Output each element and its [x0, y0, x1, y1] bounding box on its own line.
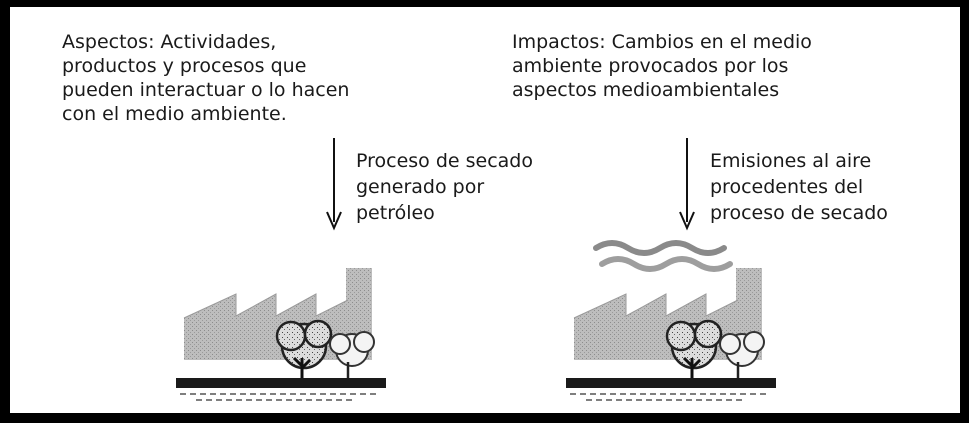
tree-icon	[329, 331, 375, 384]
impacts-definition: Impactos: Cambios en el medio ambiente p…	[512, 31, 812, 101]
factory-with-trees-icon	[176, 268, 386, 401]
tree-icon	[719, 331, 765, 384]
arrow-down-icon	[679, 138, 695, 231]
impact-example-label: Emisiones al aire procedentes del proces…	[710, 150, 888, 224]
factory-with-trees-and-emissions-icon	[566, 268, 776, 401]
smoke-waves-icon	[593, 240, 733, 272]
aspect-example-label: Proceso de secado generado por petróleo	[356, 150, 533, 224]
aspects-definition: Aspectos: Actividades, productos y proce…	[62, 31, 350, 125]
arrow-down-icon	[326, 138, 342, 231]
tree-icon	[275, 319, 333, 384]
tree-icon	[665, 319, 723, 384]
